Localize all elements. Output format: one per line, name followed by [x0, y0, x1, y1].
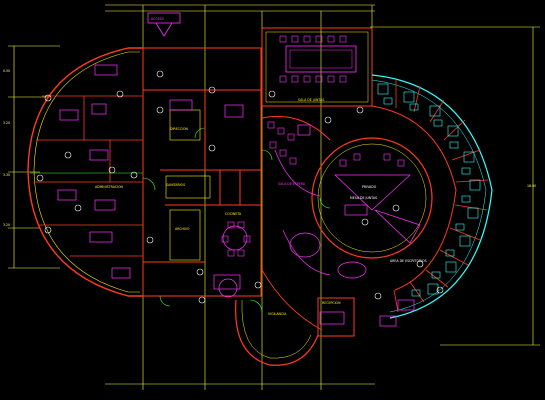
label-lobby: SALA DE ESPERA — [278, 182, 306, 186]
label-desk-area: AREA DE ESCRITORIOS — [390, 259, 427, 263]
entry-vestibule — [235, 297, 355, 366]
north-tag-label: ACCESO — [151, 17, 165, 21]
label-kitchen: COCINETA — [225, 212, 242, 216]
dim-left-1: 0.50 — [3, 69, 10, 73]
label-director: DIRECCION — [170, 127, 189, 131]
dim-left-4: 3.20 — [3, 223, 10, 227]
circular-room — [311, 137, 433, 259]
north-tag — [147, 12, 181, 37]
meeting-room — [261, 27, 373, 107]
dim-left-2: 3.20 — [3, 121, 10, 125]
dim-right: 18.00 — [527, 184, 536, 188]
label-reception: RECEPCION — [322, 301, 341, 305]
plants — [36, 70, 444, 304]
core-walls — [142, 47, 262, 297]
label-meeting: SALA DE JUNTAS — [298, 98, 324, 102]
lobby-arcs — [261, 115, 331, 331]
label-archive: ARCHIVO — [175, 227, 190, 231]
room-labels: SALA DE JUNTAS PRIVADO MESA DE JUNTAS SA… — [95, 98, 427, 316]
label-guard: VIGILANCIA — [268, 312, 287, 316]
dim-left-3: 3.30 — [3, 173, 10, 177]
label-center-room: PRIVADO — [362, 185, 377, 189]
label-sanitary: SANITARIOS — [166, 183, 185, 187]
chairs — [221, 35, 405, 257]
furniture-cyan — [377, 83, 481, 297]
right-wing — [371, 74, 493, 319]
left-wing — [27, 47, 143, 297]
furniture-magenta — [57, 64, 415, 327]
label-left-office: ADMINISTRACION — [95, 185, 124, 189]
doors — [142, 127, 331, 313]
label-round-table: MESA DE JUNTAS — [350, 196, 377, 200]
dimension-labels: 0.50 3.20 3.30 3.20 18.00 — [3, 69, 536, 227]
